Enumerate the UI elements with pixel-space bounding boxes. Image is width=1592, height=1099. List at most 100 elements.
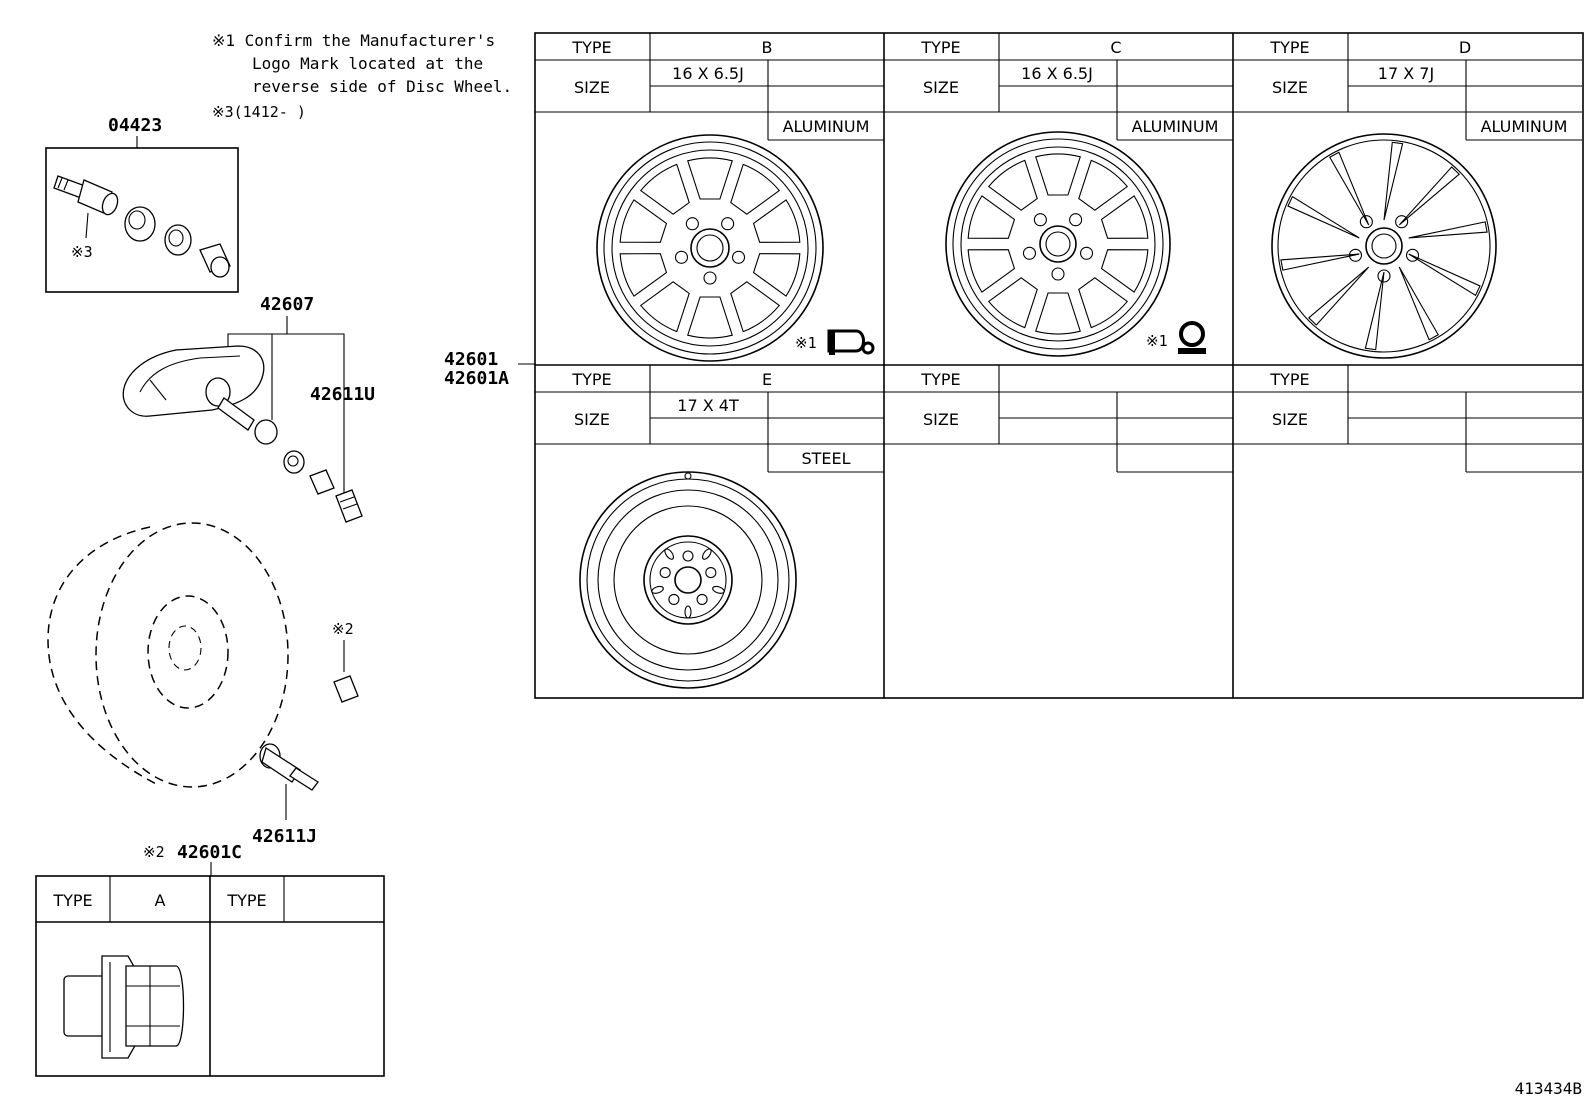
wheel-part-numbers[interactable]: 42601 42601A: [444, 349, 535, 389]
lug-hole: [1377, 269, 1391, 283]
note-1-line-1: ※1 Confirm the Manufacturer's: [212, 31, 495, 50]
tpms-sensor-icon: [122, 345, 265, 431]
material-value: ALUMINUM: [1132, 117, 1219, 136]
wheel-spoke: [1280, 253, 1360, 271]
type-label: TYPE: [920, 38, 960, 57]
wheel-spoke: [1408, 253, 1481, 297]
wheel-window: [1035, 153, 1081, 196]
size-label: SIZE: [574, 78, 610, 97]
wheel-window: [967, 249, 1016, 293]
sensor-group[interactable]: 42607 42611U: [122, 294, 375, 523]
vent-slot: [664, 548, 675, 560]
lug-hole: [1022, 246, 1037, 260]
wheel-window: [639, 163, 690, 215]
wheel-spoke: [1307, 266, 1370, 326]
part-number-42607[interactable]: 42607: [260, 294, 314, 315]
lug-hole: [696, 593, 708, 605]
size-label: SIZE: [923, 78, 959, 97]
type-value: D: [1459, 38, 1471, 57]
lug-hole: [668, 593, 680, 605]
lug-hole: [1395, 215, 1409, 229]
lug-hole: [1359, 215, 1373, 229]
valve-cap-icon: [335, 489, 363, 523]
lug-hole: [721, 217, 735, 231]
wheel-spoke: [1329, 151, 1370, 226]
wheel-c-illustration: [945, 131, 1171, 357]
type-label: TYPE: [1269, 370, 1309, 389]
vent-slot: [701, 548, 712, 560]
valve-nut-icon: [199, 243, 231, 278]
size-label: SIZE: [923, 410, 959, 429]
lug-hole: [1079, 246, 1094, 260]
sensor-washer-icon: [283, 450, 305, 474]
part-number-42601a[interactable]: 42601A: [444, 368, 509, 389]
part-number-04423[interactable]: 04423: [108, 115, 162, 136]
wheel-spoke: [1408, 221, 1488, 239]
wheel-c-marker-1: ※1: [1146, 332, 1168, 350]
marker-3: ※3: [71, 243, 93, 261]
lug-hole: [1405, 248, 1420, 262]
size-label: SIZE: [1272, 410, 1308, 429]
valve-j-group[interactable]: 42611J: [252, 743, 319, 847]
wheel-b-logo-mark: ※1: [795, 329, 875, 355]
wheel-spoke: [1383, 141, 1404, 221]
nut-table: TYPE A TYPE: [35, 875, 385, 1077]
nut-group[interactable]: ※2 42601C TYPE A TYPE: [35, 842, 385, 1077]
lug-hole: [731, 250, 746, 264]
lug-hole: [682, 550, 694, 562]
grommet-icon: [124, 206, 156, 242]
part-number-42601[interactable]: 42601: [444, 349, 498, 370]
part-number-42601c[interactable]: 42601C: [177, 842, 242, 863]
material-value: STEEL: [801, 449, 850, 468]
wheel-window: [987, 159, 1038, 211]
type-label: TYPE: [1269, 38, 1309, 57]
wheel-c-logo-mark: ※1: [1146, 321, 1206, 354]
wheel-cell-c: TYPE C SIZE 16 X 6.5J ALUMINUM: [884, 33, 1233, 141]
tire-outline: [47, 522, 289, 788]
notes-block: ※1 Confirm the Manufacturer's Logo Mark …: [212, 31, 512, 121]
wheel-window: [1078, 159, 1129, 211]
note-1-line-3: reverse side of Disc Wheel.: [252, 77, 512, 96]
material-value: ALUMINUM: [783, 117, 870, 136]
wheel-e-illustration: [579, 471, 797, 689]
wheel-window: [639, 281, 690, 333]
size-value: 17 X 4T: [677, 396, 739, 415]
washer-icon: [164, 224, 192, 256]
wheel-window: [1100, 195, 1149, 239]
type-label: TYPE: [571, 370, 611, 389]
wheel-spoke: [1364, 271, 1385, 351]
wheel-window: [619, 199, 668, 243]
lug-hole: [685, 217, 699, 231]
wheel-b-illustration: [596, 134, 824, 362]
wheel-window: [752, 199, 801, 243]
size-value: 16 X 6.5J: [1021, 64, 1093, 83]
rubber-valve-icon: [259, 743, 319, 791]
material-value: ALUMINUM: [1481, 117, 1568, 136]
vent-slot: [712, 585, 725, 594]
vent-slot: [684, 605, 692, 619]
type-value: B: [762, 38, 773, 57]
part-number-42611j[interactable]: 42611J: [252, 826, 317, 847]
wheel-d-illustration: [1271, 133, 1497, 359]
type-label: TYPE: [571, 38, 611, 57]
valve-stem-icon: [53, 175, 119, 216]
note-3: ※3(1412- ): [212, 103, 306, 121]
valve-kit-box: [45, 147, 239, 293]
wheel-window: [1035, 292, 1081, 335]
nut-type-label-2: TYPE: [226, 891, 266, 910]
sensor-nut-icon: [309, 469, 335, 495]
size-value: 17 X 7J: [1378, 64, 1434, 83]
lug-nut-a-icon: [63, 955, 185, 1059]
wheel-window: [619, 253, 668, 297]
wheel-b-marker-1: ※1: [795, 334, 817, 352]
lug-nut-small: ※2: [332, 620, 359, 703]
part-number-42611u[interactable]: 42611U: [310, 384, 375, 405]
wheel-window: [967, 195, 1016, 239]
type-value: C: [1110, 38, 1121, 57]
wheel-window: [730, 163, 781, 215]
valve-kit-group[interactable]: 04423 ※3: [45, 115, 239, 293]
